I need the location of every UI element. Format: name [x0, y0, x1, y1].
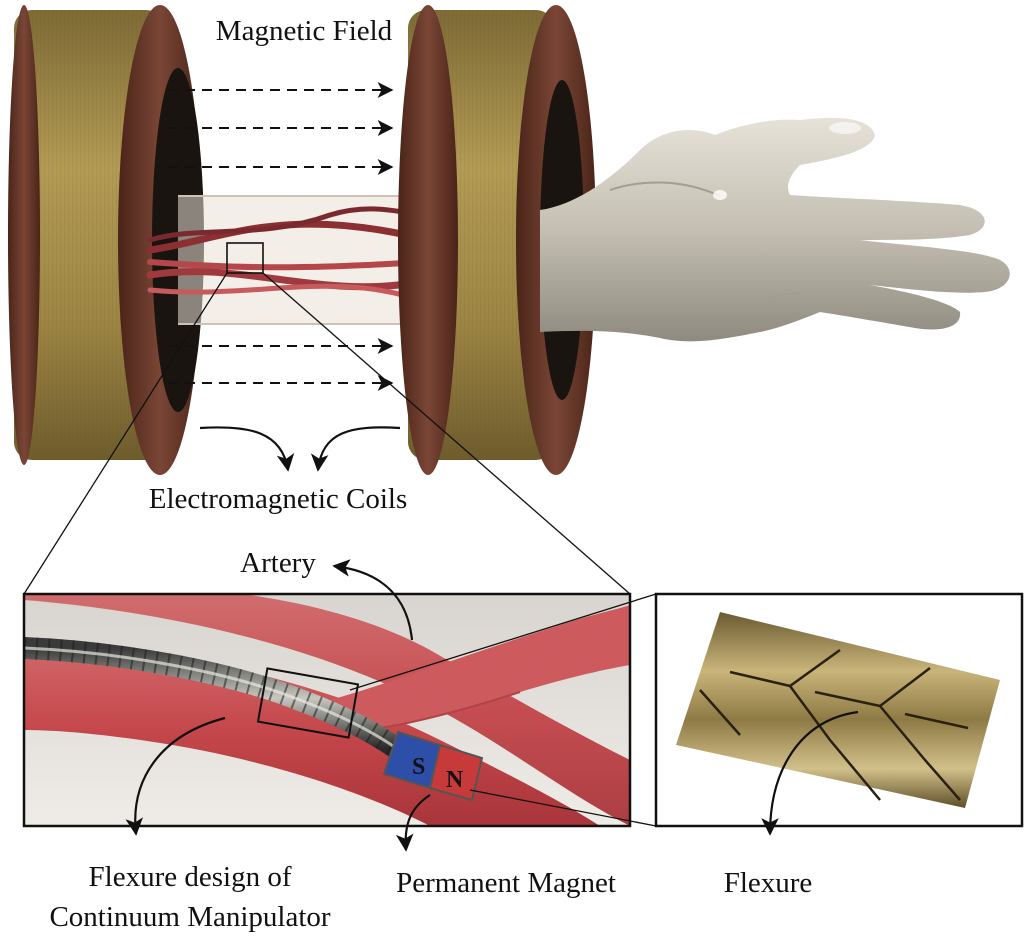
magnetic-field-lines	[168, 82, 394, 391]
artery-inset: S N	[22, 592, 632, 828]
artery-vessel-crossing	[330, 605, 630, 728]
arm-phantom	[178, 195, 430, 325]
magnet-north-label: N	[446, 767, 464, 793]
coil-setup	[8, 5, 1010, 475]
permanent-magnet-label: Permanent Magnet	[396, 867, 616, 899]
magnet-south-label: S	[412, 754, 425, 780]
electromagnetic-coils-label: Electromagnetic Coils	[149, 483, 408, 515]
artery-inset-frame	[22, 592, 632, 828]
flexure-design-arrow	[125, 716, 226, 836]
flexure-projection-lines	[349, 593, 657, 827]
flexure-inset-frame	[654, 592, 1024, 828]
zoom-projection-lines	[23, 272, 631, 595]
bottom-callout-arrows	[125, 559, 859, 852]
left-electromagnetic-coil	[8, 5, 204, 475]
arteries	[146, 206, 424, 303]
flexure-cuts	[699, 648, 969, 801]
magnet-north-pole	[428, 743, 484, 802]
permanent-magnet: S N	[382, 730, 484, 802]
magnetic-field-label: Magnetic Field	[216, 15, 393, 47]
flexure-design-label-line2: Continuum Manipulator	[49, 901, 330, 933]
hand	[540, 117, 1010, 342]
coil-callout-arrows	[199, 426, 401, 472]
flexure-arrow	[761, 710, 859, 836]
permanent-magnet-arrow	[395, 794, 431, 852]
flexure-design-label-line1: Flexure design of	[89, 861, 292, 893]
artery-arrow	[332, 559, 414, 641]
flexure-inset	[654, 592, 1024, 828]
zoom-box-arteries	[226, 242, 264, 274]
flexure-tube	[676, 612, 1000, 808]
zoom-box-flexure	[256, 667, 360, 739]
artery-label: Artery	[240, 547, 316, 579]
flexure-label: Flexure	[724, 867, 813, 899]
